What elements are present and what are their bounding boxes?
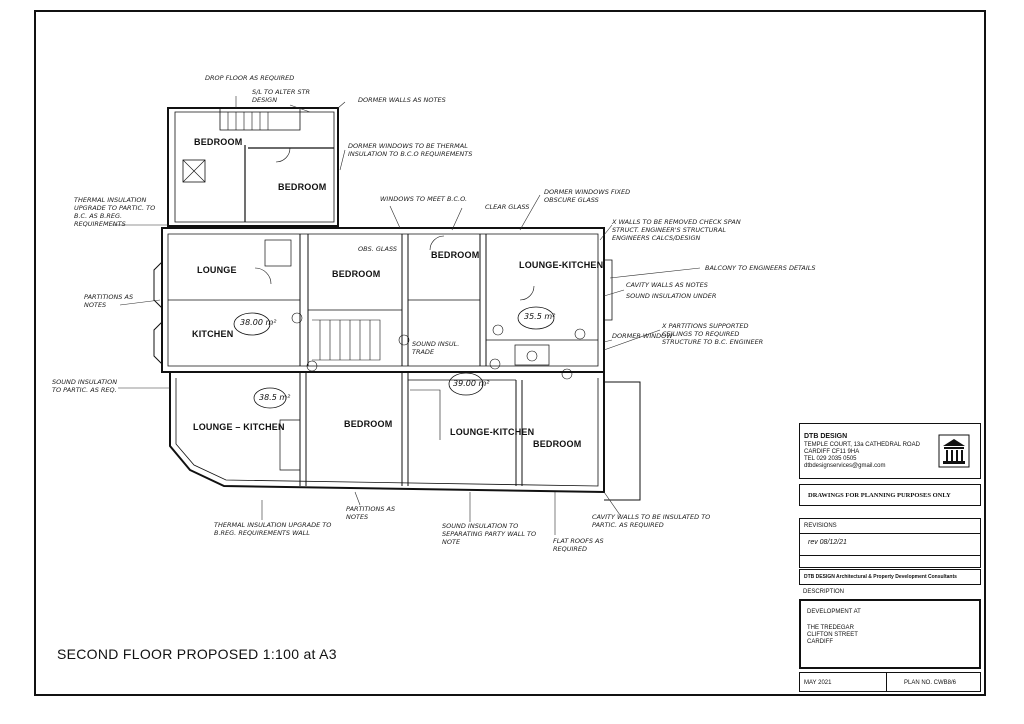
annotation-note: DORMER WALLS AS NOTES	[358, 96, 446, 104]
area-figure: 35.5 m²	[524, 312, 556, 321]
annotation-note: S/L TO ALTER STR DESIGN	[252, 88, 311, 104]
revisions-box: REVISIONS rev 08/12/21	[799, 518, 981, 568]
annotation-note: SOUND INSULATION TO SEPARATING PARTY WAL…	[442, 522, 537, 546]
company-box: DTB DESIGN TEMPLE COURT, 13a CATHEDRAL R…	[799, 423, 981, 479]
drawing-date: MAY 2021	[804, 680, 832, 686]
annotation-note: X PARTITIONS SUPPORTED CEILINGS TO REQUI…	[662, 322, 764, 346]
room-label: BEDROOM	[278, 182, 327, 192]
annotation-note: PARTITIONS AS NOTES	[84, 293, 134, 309]
annotation-note: DORMER WINDOWS TO BE THERMAL INSULATION …	[348, 142, 473, 158]
annotation-note: CLEAR GLASS	[485, 203, 530, 211]
consultants-text: DTB DESIGN Architectural & Property Deve…	[804, 574, 957, 580]
area-figure: 39.00 m²	[453, 379, 490, 388]
room-label: KITCHEN	[192, 329, 234, 339]
annotation-note: FLAT ROOFS AS REQUIRED	[553, 537, 604, 553]
room-label: LOUNGE-KITCHEN	[450, 427, 535, 437]
room-label: LOUNGE – KITCHEN	[193, 422, 285, 432]
room-label: BEDROOM	[194, 137, 243, 147]
drawing-sheet-border	[34, 10, 986, 696]
address-line: dtbdesignservices@gmail.com	[804, 463, 886, 469]
room-label: BEDROOM	[533, 439, 582, 449]
annotation-note: DROP FLOOR AS REQUIRED	[205, 74, 295, 82]
annotation-note: THERMAL INSULATION UPGRADE TO PARTIC. TO…	[74, 196, 156, 228]
annotation-note: CAVITY WALLS AS NOTES	[626, 281, 708, 289]
annotation-note: SOUND INSULATION UNDER	[626, 292, 717, 300]
description-line: CARDIFF	[807, 639, 833, 645]
annotation-note: BALCONY TO ENGINEERS DETAILS	[705, 264, 816, 272]
title-block: DTB DESIGN TEMPLE COURT, 13a CATHEDRAL R…	[799, 423, 983, 694]
plan-number: PLAN NO. CWB8/6	[904, 680, 957, 686]
drawing-title: SECOND FLOOR PROPOSED 1:100 at A3	[57, 646, 337, 662]
address-line: TEMPLE COURT, 13a CATHEDRAL ROAD	[804, 442, 920, 448]
address-line: TEL 029 2035 0505	[804, 456, 857, 462]
purpose-text: DRAWINGS FOR PLANNING PURPOSES ONLY	[808, 492, 951, 499]
revision-entry: rev 08/12/21	[808, 539, 847, 546]
annotation-note: THERMAL INSULATION UPGRADE TO B.REG. REQ…	[214, 521, 332, 537]
description-box: DEVELOPMENT AT THE TREDEGAR CLIFTON STRE…	[799, 599, 981, 669]
description-line: DEVELOPMENT AT	[807, 609, 861, 615]
annotation-note: CAVITY WALLS TO BE INSULATED TO PARTIC. …	[592, 513, 711, 529]
date-plan-box: MAY 2021 PLAN NO. CWB8/6	[799, 672, 981, 692]
annotation-note: PARTITIONS AS NOTES	[346, 505, 396, 521]
annotation-note: SOUND INSULATION TO PARTIC. AS REQ.	[52, 378, 118, 394]
room-label: LOUNGE-KITCHEN	[519, 260, 604, 270]
room-label: BEDROOM	[344, 419, 393, 429]
description-line: THE TREDEGAR	[807, 625, 854, 631]
annotation-note: WINDOWS TO MEET B.C.O.	[380, 195, 468, 203]
room-label: BEDROOM	[332, 269, 381, 279]
room-label: BEDROOM	[431, 250, 480, 260]
area-figure: 38.00 m²	[240, 318, 277, 327]
annotation-note: DORMER WINDOWS FIXED OBSCURE GLASS	[544, 188, 631, 204]
address-line: CARDIFF CF11 9HA	[804, 449, 860, 455]
description-label: DESCRIPTION	[803, 589, 845, 595]
description-line: CLIFTON STREET	[807, 632, 858, 638]
room-label: LOUNGE	[197, 265, 237, 275]
annotation-note: X WALLS TO BE REMOVED CHECK SPAN STRUCT.…	[612, 218, 741, 242]
revisions-label: REVISIONS	[804, 523, 837, 529]
annotation-note: OBS. GLASS	[358, 245, 397, 253]
annotation-note: DORMER WINDOW	[612, 332, 673, 340]
purpose-box: DRAWINGS FOR PLANNING PURPOSES ONLY	[799, 484, 981, 506]
building-logo-icon	[938, 434, 970, 468]
company-name: DTB DESIGN	[804, 433, 848, 440]
area-figure: 38.5 m²	[259, 393, 291, 402]
annotation-note: SOUND INSUL. TRADE	[412, 340, 460, 356]
consultants-box: DTB DESIGN Architectural & Property Deve…	[799, 569, 981, 585]
